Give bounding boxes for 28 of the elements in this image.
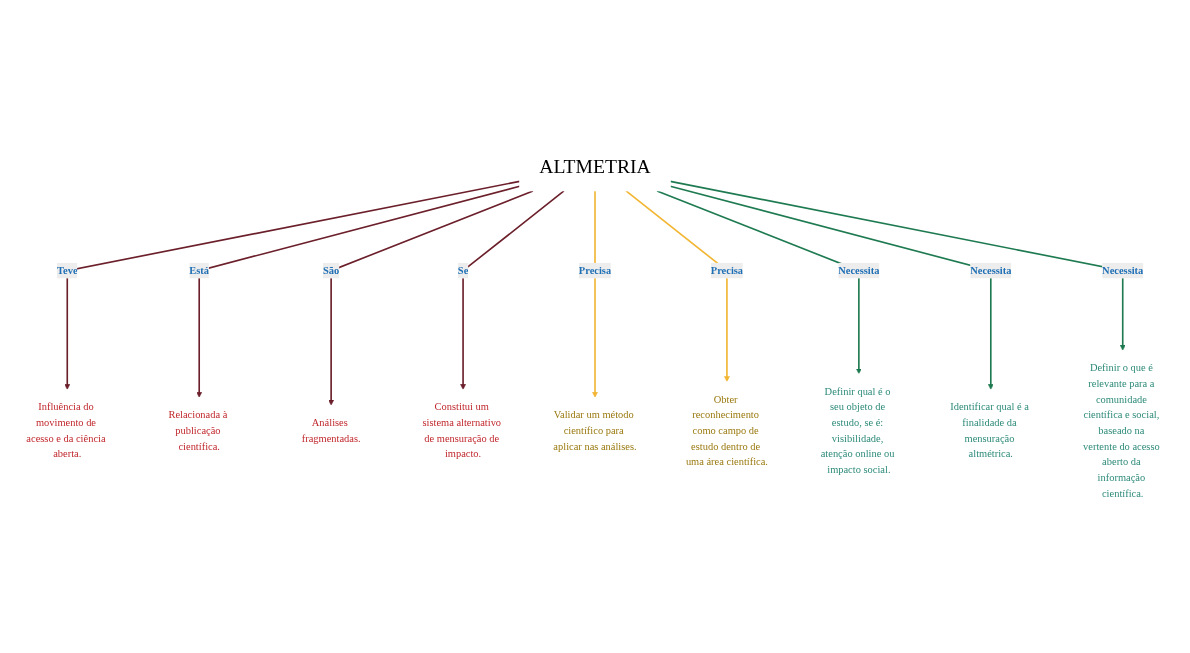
node-text: Definir o que é relevante para a comunidade científica e social, baseado na vertente do acesso aberto da informação científica. <box>1083 362 1160 499</box>
arrow <box>328 190 534 406</box>
edge-label: Necessita <box>1102 264 1144 276</box>
edge-label: São <box>323 264 340 276</box>
arrow <box>669 180 1126 351</box>
node-text: Constitui um sistema alternativo de mensuração de impacto. <box>422 401 502 460</box>
node-text: Identificar qual é a finalidade da mensuração altmétrica. <box>950 401 1029 460</box>
arrow <box>196 185 521 398</box>
node-text: ALTMETRIA <box>539 155 651 178</box>
arrow <box>592 190 598 398</box>
node-text: Influência do movimento de acesso e da ciência aberta. <box>26 401 106 460</box>
arrow <box>64 180 521 390</box>
edge-label: Teve <box>57 264 78 276</box>
edge-label: Está <box>189 264 210 276</box>
arrow <box>460 190 565 390</box>
arrow <box>669 185 994 390</box>
edge-label: Precisa <box>710 264 744 276</box>
node-text: Definir qual é o seu objeto de estudo, se é: visibilidade, atenção online ou impacto social. <box>820 385 895 476</box>
node-text: Validar um método científico para aplicar nas análises. <box>553 409 637 452</box>
arrow <box>656 190 862 375</box>
edge-label: Necessita <box>970 264 1012 276</box>
arrow <box>625 190 730 382</box>
node-text: Análises fragmentadas. <box>301 416 361 444</box>
node-text: Relacionada à publicação científica. <box>168 409 228 452</box>
edge-label: Necessita <box>838 264 880 276</box>
node-text: Obter reconhecimento como campo de estudo dentro de uma área científica. <box>685 393 768 468</box>
edge-label: Se <box>457 264 469 276</box>
edge-label: Precisa <box>578 264 612 276</box>
